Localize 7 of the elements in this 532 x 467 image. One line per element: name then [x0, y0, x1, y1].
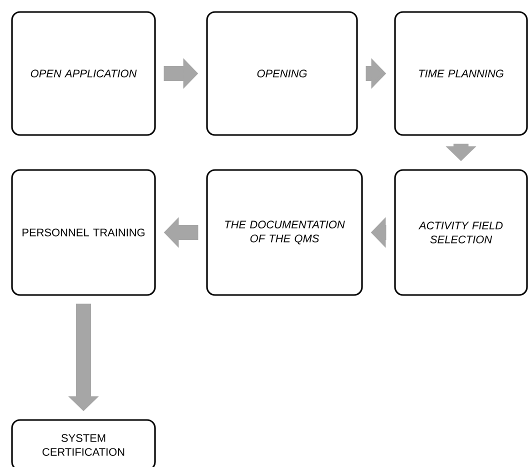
- process-box: TIME PLANNING: [394, 11, 528, 136]
- process-box: PERSONNEL TRAINING: [11, 169, 156, 296]
- process-box: ACTIVITY FIELD SELECTION: [394, 169, 528, 296]
- process-box: OPENING: [206, 11, 358, 136]
- process-box: THE DOCUMENTATION OF THE QMS: [206, 169, 363, 296]
- process-box: SYSTEM CERTIFICATION: [11, 419, 156, 467]
- process-box: OPEN APPLICATION: [11, 11, 156, 136]
